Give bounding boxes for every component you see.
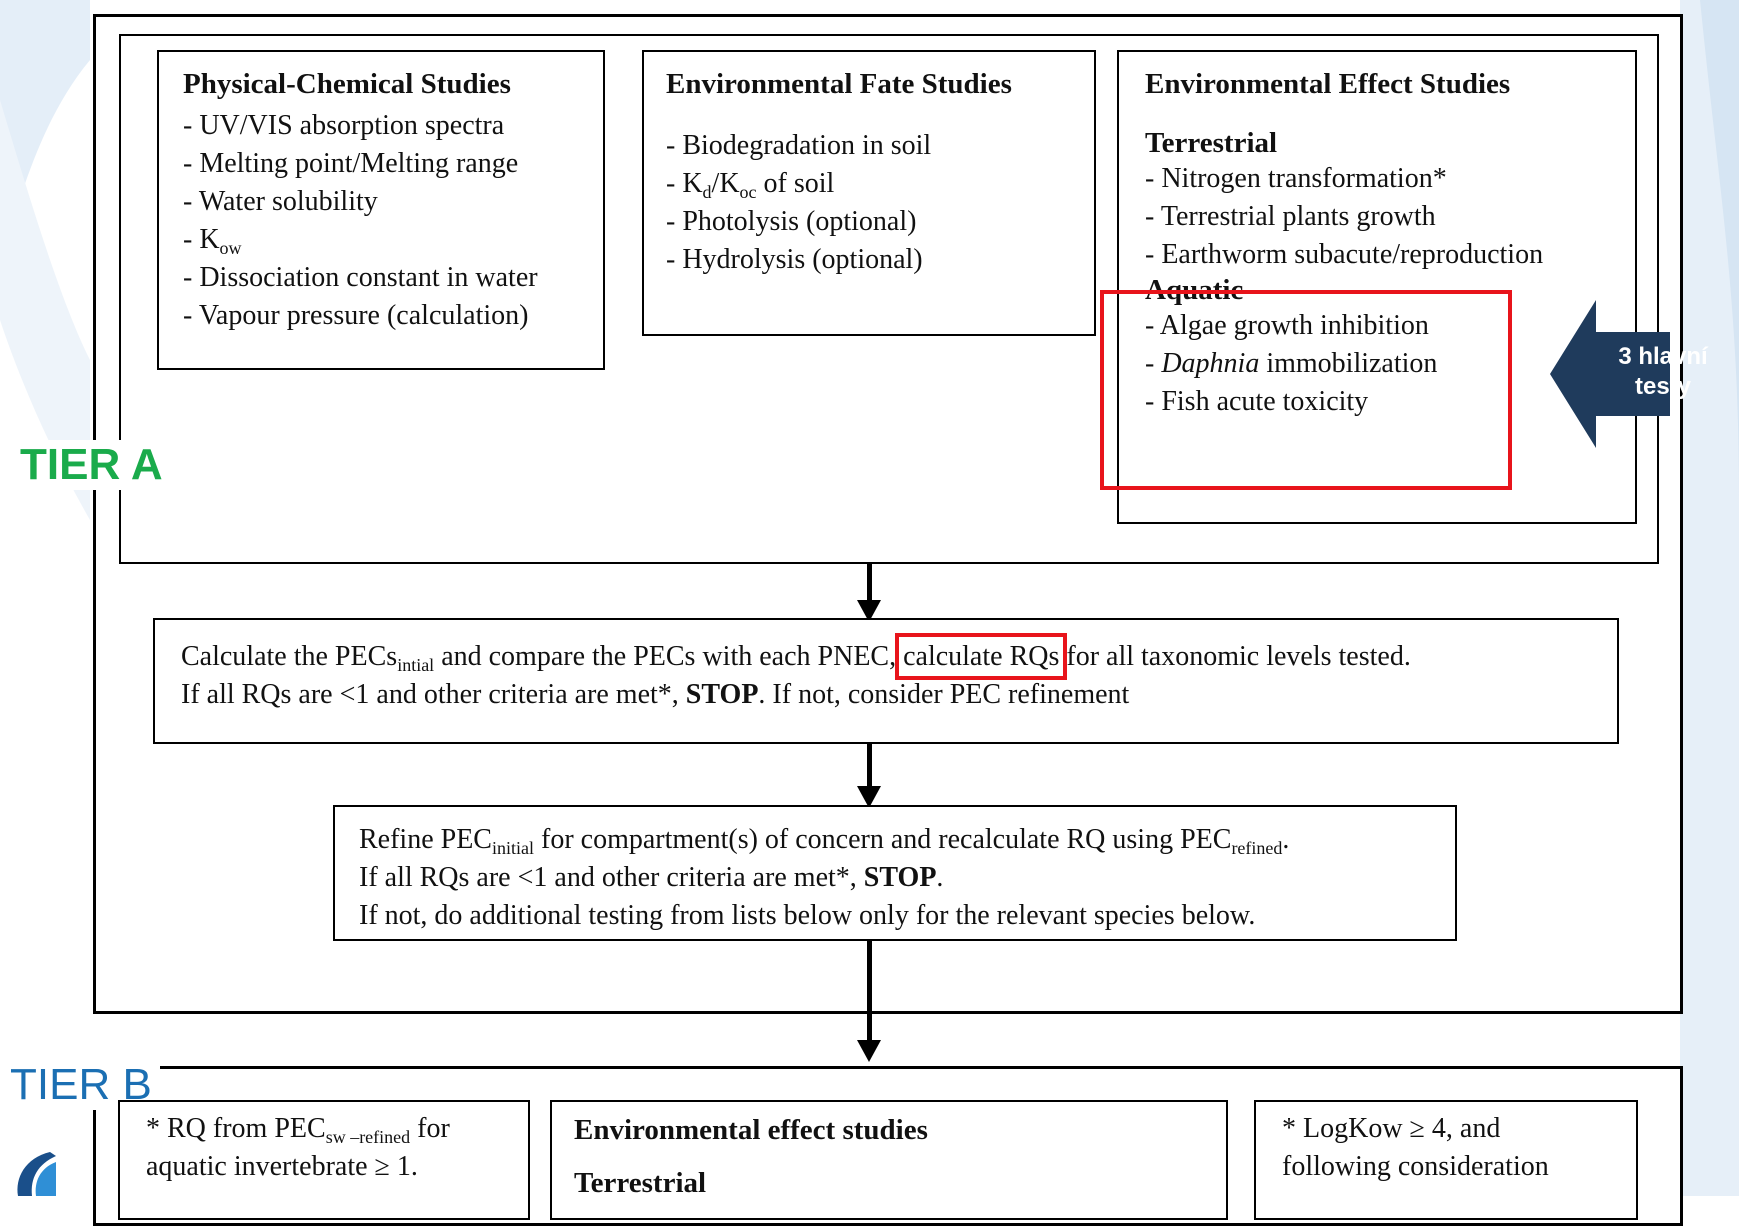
tierb-middle-partial: Terrestrial [574,1167,707,1199]
list-item: - Fish acute toxicity [1145,386,1369,417]
list-item: - Algae growth inhibition [1145,310,1429,341]
list-item: - Hydrolysis (optional) [666,244,923,275]
list-item: - Terrestrial plants growth [1145,201,1436,232]
list-item-kd-koc: - Kd/Koc of soil [666,168,835,202]
step2-box: Refine PECinitial for compartment(s) of … [333,805,1457,941]
logo-mark [10,1148,60,1196]
list-item: - Photolysis (optional) [666,206,917,237]
list-item: - Water solubility [183,186,378,217]
arrow-shaft [867,744,872,790]
tierb-middle-title: Environmental effect studies [574,1114,928,1146]
tierb-left-line2: aquatic invertebrate ≥ 1. [146,1151,418,1182]
arrow-head [857,1040,881,1062]
step2-line3: If not, do additional testing from lists… [359,900,1256,931]
callout-line-1: 3 hlavní [1618,343,1708,370]
background-swoosh-right [1680,0,1739,1196]
list-item: - Earthworm subacute/reproduction [1145,239,1544,270]
list-item: - Nitrogen transformation* [1145,163,1447,194]
phys-chem-box: Physical-Chemical Studies - UV/VIS absor… [157,50,605,370]
tierb-middle-box: Environmental effect studies Terrestrial [550,1100,1228,1220]
step1-line1: Calculate the PECsintial and compare the… [181,633,1411,680]
terrestrial-heading: Terrestrial [1145,127,1278,159]
list-item: - Biodegradation in soil [666,130,932,161]
step2-line1: Refine PECinitial for compartment(s) of … [359,824,1290,858]
callout-text: 3 hlavní testy [1596,342,1730,402]
callout-line-2: testy [1634,373,1692,400]
arrow-shaft [867,941,872,1043]
tierb-right-line1: * LogKow ≥ 4, and [1282,1113,1501,1144]
list-item: - Melting point/Melting range [183,148,519,179]
list-item: - Vapour pressure (calculation) [183,300,529,331]
arrow-head [857,786,881,808]
list-item: - Dissociation constant in water [183,262,538,293]
effect-title: Environmental Effect Studies [1145,68,1511,100]
tier-a-label: TIER A [16,440,167,490]
fate-title: Environmental Fate Studies [666,68,1012,100]
step1-box: Calculate the PECsintial and compare the… [153,618,1619,744]
calculate-rqs-highlight: calculate RQs [895,633,1068,680]
list-item: - UV/VIS absorption spectra [183,110,505,141]
tierb-left-line1: * RQ from PECsw –refined for [146,1113,450,1147]
step2-line2: If all RQs are <1 and other criteria are… [359,862,944,893]
tierb-right-line2: following consideration [1282,1151,1549,1182]
background-swoosh-left [0,0,90,520]
tierb-left-box: * RQ from PECsw –refined for aquatic inv… [118,1100,530,1220]
list-item-daphnia: - Daphnia immobilization [1145,348,1438,379]
tierb-right-box: * LogKow ≥ 4, and following consideratio… [1254,1100,1638,1220]
aquatic-highlight-box [1100,290,1512,490]
effect-box: Environmental Effect Studies Terrestrial… [1117,50,1637,524]
arrow-head [857,600,881,622]
callout-arrow [1550,300,1670,448]
list-item-kow: - Kow [183,224,242,258]
step1-line2: If all RQs are <1 and other criteria are… [181,679,1130,710]
phys-chem-title: Physical-Chemical Studies [183,68,511,100]
arrow-shaft [867,564,872,604]
fate-box: Environmental Fate Studies - Biodegradat… [642,50,1096,336]
